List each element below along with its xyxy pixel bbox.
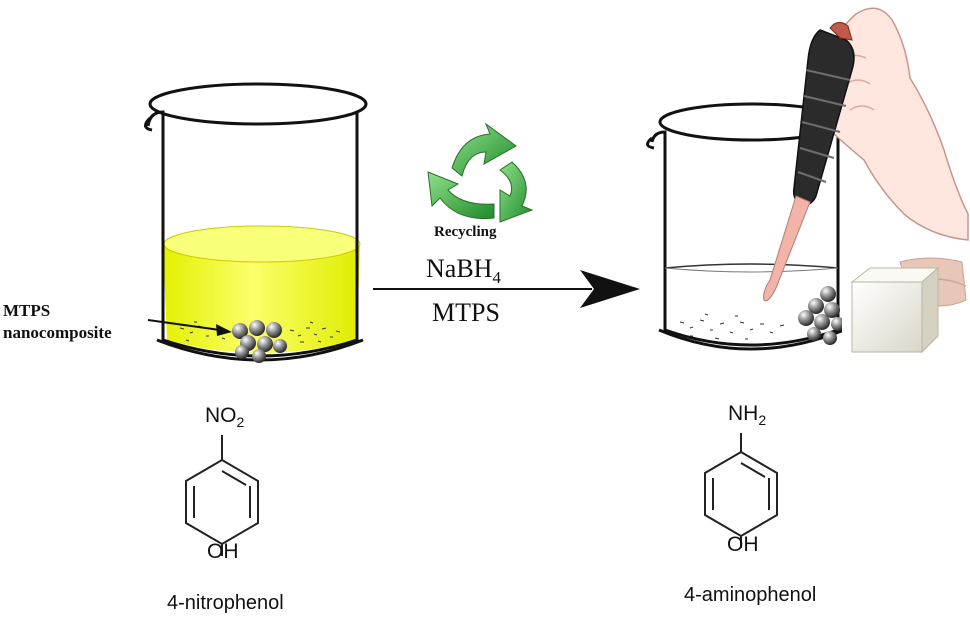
amino-group-subscript: 2 xyxy=(758,412,767,429)
aminophenol-structure xyxy=(704,433,778,548)
right-nanoparticle-cluster xyxy=(798,286,845,345)
reagent-formula: NaBH xyxy=(426,254,493,283)
solution-surface xyxy=(163,225,361,263)
right-beaker xyxy=(646,102,846,351)
magnet-block xyxy=(851,281,923,353)
reaction-arrow xyxy=(373,270,640,308)
catalyst-label: MTPS nanocomposite xyxy=(3,300,112,344)
right-hydroxyl-label: OH xyxy=(727,533,759,556)
product-name: 4-aminophenol xyxy=(684,584,817,606)
nitro-group-subscript: 2 xyxy=(236,414,245,431)
pipette-tip xyxy=(763,195,811,302)
right-sediment xyxy=(679,313,785,340)
arrow-catalyst-label: MTPS xyxy=(432,298,500,327)
magnet-photo xyxy=(842,256,968,356)
left-beaker xyxy=(144,82,368,363)
reactant-name: 4-nitrophenol xyxy=(167,592,284,614)
reagent-label: NaBH4 xyxy=(426,254,501,288)
reagent-subscript: 4 xyxy=(492,268,501,288)
amino-group-label: NH2 xyxy=(728,402,766,428)
catalyst-label-line1: MTPS xyxy=(3,301,51,320)
catalyst-label-line2: nanocomposite xyxy=(3,323,112,342)
nitro-group-text: NO xyxy=(205,404,237,427)
left-nanoparticle-cluster xyxy=(232,320,287,363)
catalyst-pointer-arrow xyxy=(147,319,221,331)
right-beaker-wall xyxy=(650,130,840,347)
recycling-icon xyxy=(427,122,534,223)
pipette-hand xyxy=(763,7,969,302)
amino-group-text: NH xyxy=(728,402,759,425)
left-beaker-wall xyxy=(146,110,359,358)
recycling-label: Recycling xyxy=(434,224,497,240)
left-beaker-rim xyxy=(148,82,368,126)
nitrophenol-structure xyxy=(185,435,259,556)
right-liquid-line xyxy=(664,263,839,269)
left-hydroxyl-label: OH xyxy=(207,540,239,563)
nitro-group-label: NO2 xyxy=(205,404,244,430)
